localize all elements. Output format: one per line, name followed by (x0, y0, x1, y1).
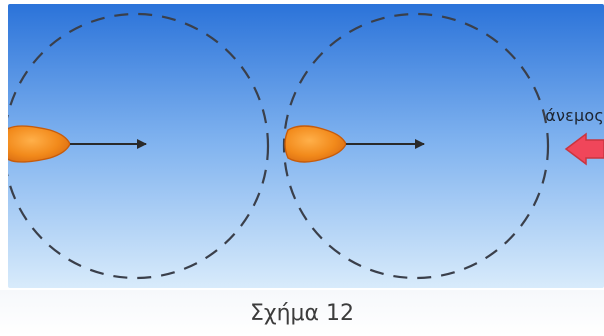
boat-right (284, 125, 347, 163)
diagram-svg (8, 4, 604, 288)
figure-caption: Σχήμα 12 (0, 290, 604, 336)
boat-left (8, 125, 71, 163)
wind-label: άνεμος (545, 106, 604, 125)
range-circle-left (8, 12, 270, 280)
wind-arrow-icon (564, 132, 604, 166)
range-circle-right (282, 12, 550, 280)
diagram-panel: άνεμος (8, 4, 604, 288)
